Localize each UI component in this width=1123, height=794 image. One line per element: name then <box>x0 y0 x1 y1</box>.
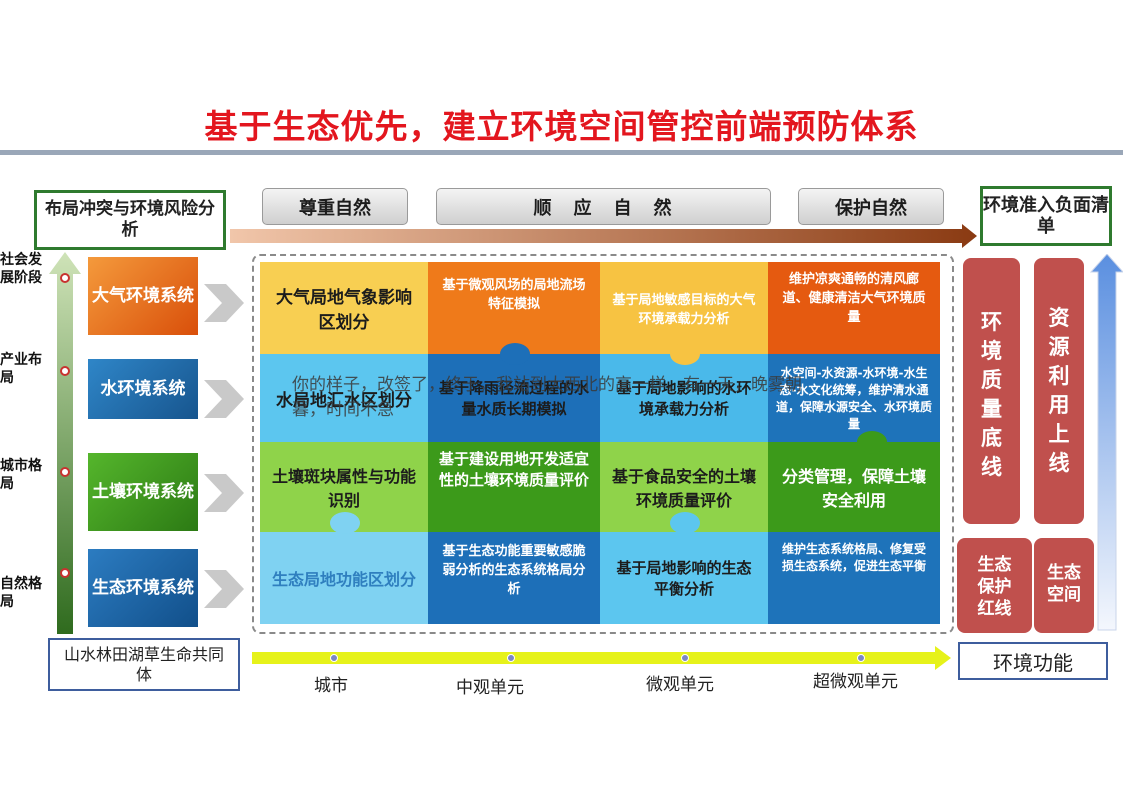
system-ecology: 生态环境系统 <box>88 549 198 627</box>
scale-label-meso-unit: 中观单元 <box>456 678 524 698</box>
cell-air-zoning: 大气局地气象影响区划分 <box>260 262 428 354</box>
right-vertical-arrow <box>1090 254 1123 631</box>
page-title: 基于生态优先，建立环境空间管控前端预防体系 <box>204 107 919 146</box>
cell-water-catchment: 水局地汇水区划分 <box>260 354 428 442</box>
side-label-industry-layout: 产业布局 <box>0 352 42 386</box>
cell-water-runoff: 基于降雨径流过程的水量水质长期模拟 <box>428 354 600 442</box>
bottom-left-box: 山水林田湖草生命共同体 <box>48 638 240 691</box>
scale-label-city: 城市 <box>314 676 348 696</box>
env-function-box: 环境功能 <box>958 642 1108 680</box>
scale-dot <box>681 654 689 662</box>
scale-dot <box>330 654 338 662</box>
left-vertical-arrow <box>49 252 81 634</box>
eco-space: 生态空间 <box>1034 538 1094 633</box>
scale-arrow <box>252 646 951 670</box>
timeline-dot <box>60 366 70 376</box>
right-header-box: 环境准入负面清单 <box>980 186 1112 246</box>
cell-eco-balance: 基于局地影响的生态平衡分析 <box>600 532 768 624</box>
chevron-arrow-icon <box>204 474 244 512</box>
side-label-natural-pattern: 自然格局 <box>0 576 42 610</box>
resource-use-ceiling: 资源利用上线 <box>1034 258 1084 524</box>
puzzle-knob <box>857 431 887 453</box>
side-label-social-stage: 社会发展阶段 <box>0 252 42 286</box>
scale-dot <box>507 654 515 662</box>
cell-soil-management: 分类管理，保障土壤安全利用 <box>768 442 940 532</box>
timeline-dot <box>60 568 70 578</box>
left-header-box: 布局冲突与环境风险分析 <box>34 190 226 250</box>
stage-follow-nature: 顺 应 自 然 <box>436 188 771 225</box>
cell-eco-restoration: 维护生态系统格局、修复受损生态系统，促进生态平衡 <box>768 532 940 624</box>
system-soil: 土壤环境系统 <box>88 453 198 531</box>
overlay-text: 你的样子，改签了，终于，我站到大西北的高一样，有一天，晚雾朝暮，时间不急 <box>292 375 802 420</box>
puzzle-frame <box>252 254 954 634</box>
puzzle-knob <box>330 512 360 534</box>
scale-label-ultramicro-unit: 超微观单元 <box>813 672 898 692</box>
eco-protection-redline: 生态保护红线 <box>957 538 1032 633</box>
puzzle-knob <box>670 512 700 534</box>
cell-water-coordination: 水空间-水资源-水环境-水生态-水文化统筹，维护清水通道，保障水源安全、水环境质… <box>768 354 940 442</box>
puzzle-knob <box>670 343 700 365</box>
cell-eco-sensitivity: 基于生态功能重要敏感脆弱分析的生态系统格局分析 <box>428 532 600 624</box>
stage-protect-nature: 保护自然 <box>798 188 944 225</box>
side-label-city-pattern: 城市格局 <box>0 458 42 492</box>
cell-air-wind-field: 基于微观风场的局地流场特征模拟 <box>428 262 600 354</box>
cell-air-capacity: 基于局地敏感目标的大气环境承载力分析 <box>600 262 768 354</box>
stage-respect-nature: 尊重自然 <box>262 188 408 225</box>
cell-air-corridor: 维护凉爽通畅的清风廊道、健康清洁大气环境质量 <box>768 262 940 354</box>
title-divider <box>0 150 1123 155</box>
timeline-dot <box>60 467 70 477</box>
chevron-arrow-icon <box>204 380 244 418</box>
cell-soil-construction: 基于建设用地开发适宜性的土壤环境质量评价 <box>428 442 600 532</box>
cell-eco-zoning: 生态局地功能区划分 <box>260 532 428 624</box>
system-water: 水环境系统 <box>88 359 198 419</box>
puzzle-knob <box>500 343 530 365</box>
scale-label-micro-unit: 微观单元 <box>646 675 714 695</box>
cell-soil-patch: 土壤斑块属性与功能识别 <box>260 442 428 532</box>
system-air: 大气环境系统 <box>88 257 198 335</box>
cell-water-capacity: 基于局地影响的水环境承载力分析 <box>600 354 768 442</box>
chevron-arrow-icon <box>204 284 244 322</box>
scale-dot <box>857 654 865 662</box>
env-quality-baseline: 环境质量底线 <box>963 258 1020 524</box>
top-progress-arrow <box>230 224 977 248</box>
timeline-dot <box>60 273 70 283</box>
chevron-arrow-icon <box>204 570 244 608</box>
